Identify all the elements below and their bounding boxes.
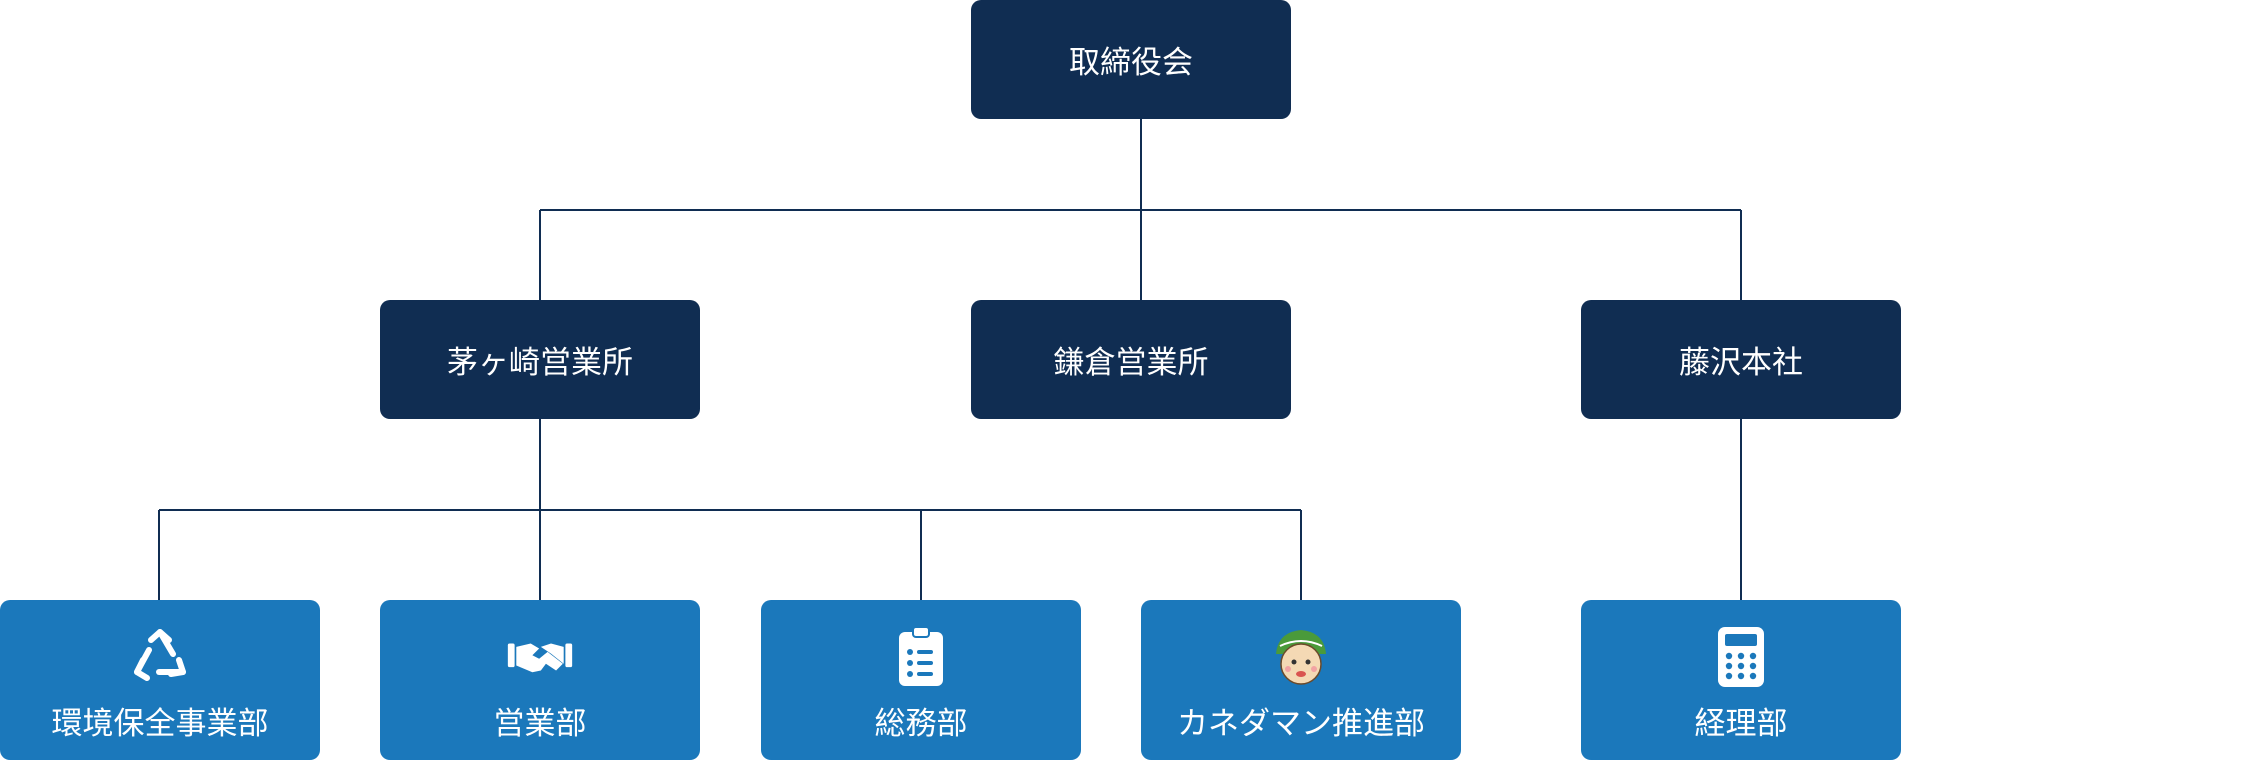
office-node-chigasaki: 茅ヶ崎営業所	[380, 300, 700, 419]
office-label: 藤沢本社	[1679, 345, 1803, 381]
office-label: 鎌倉営業所	[1053, 345, 1209, 381]
office-label: 茅ヶ崎営業所	[447, 345, 633, 381]
board-label: 取締役会	[1069, 45, 1193, 81]
board-node: 取締役会	[971, 0, 1291, 119]
calculator-icon	[1708, 624, 1774, 690]
dept-label: 総務部	[874, 705, 968, 742]
office-node-fujisawa: 藤沢本社	[1581, 300, 1901, 419]
dept-label: カネダマン推進部	[1177, 705, 1425, 742]
recycle-icon	[127, 624, 193, 690]
mascot-face-icon	[1268, 624, 1334, 690]
dept-label: 経理部	[1694, 705, 1788, 742]
office-node-kamakura: 鎌倉営業所	[971, 300, 1291, 419]
dept-label: 環境保全事業部	[51, 705, 269, 742]
dept-node-somu: 総務部	[761, 600, 1081, 760]
clipboard-list-icon	[888, 624, 954, 690]
dept-node-kanedaman: カネダマン推進部	[1141, 600, 1461, 760]
dept-label: 営業部	[493, 705, 587, 742]
dept-node-eigyo: 営業部	[380, 600, 700, 760]
dept-node-kankyo: 環境保全事業部	[0, 600, 320, 760]
dept-node-keiri: 経理部	[1581, 600, 1901, 760]
handshake-icon	[507, 624, 573, 690]
